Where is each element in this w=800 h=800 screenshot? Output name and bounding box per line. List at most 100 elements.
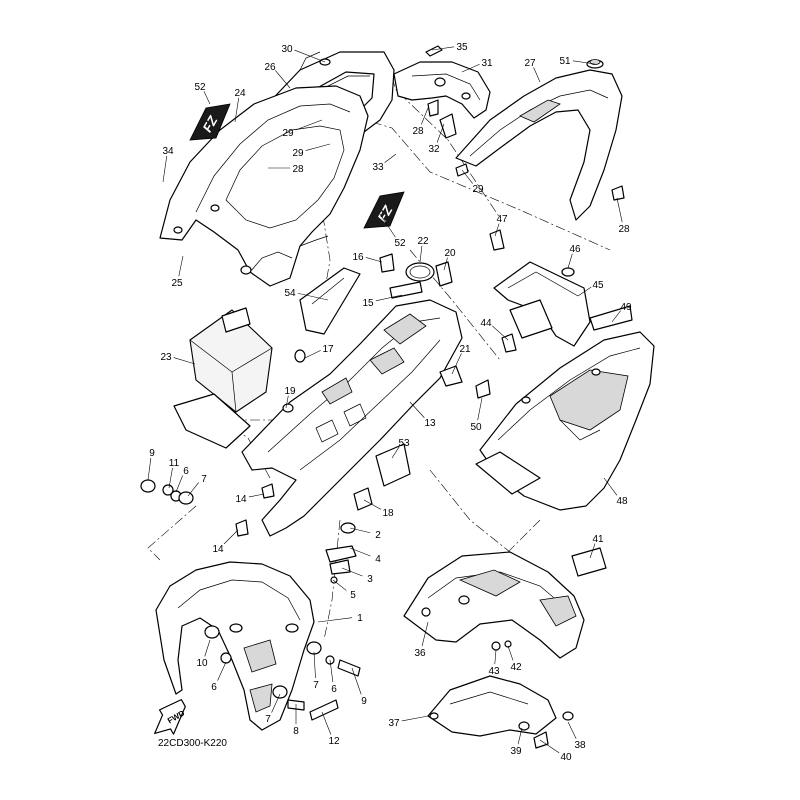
callout-52: 52 <box>379 213 406 249</box>
part-number-label: 28 <box>292 164 304 175</box>
callout-29: 29 <box>461 169 484 195</box>
leader-line <box>419 245 423 263</box>
part-number-label: 42 <box>510 662 522 673</box>
leader-line <box>295 119 323 131</box>
leader-line <box>517 727 523 745</box>
callout-6: 6 <box>175 466 189 493</box>
decal-fz-right: FZ <box>363 191 405 229</box>
part-number-label: 45 <box>592 280 604 291</box>
part-number-label: 20 <box>444 248 456 259</box>
leader-line <box>577 286 592 297</box>
part-number-label: 6 <box>211 682 217 693</box>
leader-line <box>375 294 403 302</box>
part-number-label: 50 <box>470 422 482 433</box>
part-number-label: 37 <box>388 718 400 729</box>
leader-line <box>589 543 596 559</box>
leader-line <box>187 482 199 497</box>
callout-48: 48 <box>603 477 628 507</box>
leader-line <box>147 457 152 481</box>
callout-28: 28 <box>412 107 429 137</box>
part-number-label: 43 <box>488 666 500 677</box>
part-number-label: 14 <box>212 544 224 555</box>
leader-line <box>217 661 227 681</box>
leader-line <box>203 91 211 105</box>
callout-18: 18 <box>363 499 394 519</box>
part-number-label: 21 <box>459 344 471 355</box>
leader-line <box>421 621 429 647</box>
callout-13: 13 <box>409 401 436 429</box>
part-number-label: 13 <box>424 418 436 429</box>
callout-30: 30 <box>281 44 326 63</box>
callout-20: 20 <box>443 248 456 271</box>
rear-bracket <box>393 45 491 139</box>
part-number-label: 36 <box>414 648 426 659</box>
part-number-label: 54 <box>284 288 296 299</box>
part-number-label: 7 <box>265 714 271 725</box>
callout-53: 53 <box>391 438 410 459</box>
leader-line <box>567 253 573 269</box>
leader-line <box>409 401 425 418</box>
part-number-label: 48 <box>616 496 628 507</box>
leader-line <box>285 395 289 409</box>
leader-line <box>451 353 462 375</box>
callout-5: 5 <box>332 579 356 601</box>
part-number-label: 7 <box>201 474 207 485</box>
callout-37: 37 <box>388 715 429 729</box>
part-number-label: 24 <box>234 88 246 99</box>
callout-4: 4 <box>349 547 381 565</box>
callout-28: 28 <box>268 164 304 175</box>
lower-mud-guard <box>427 675 574 749</box>
fender-hardware <box>140 479 361 721</box>
callout-50: 50 <box>470 397 483 433</box>
leader-line <box>611 310 621 323</box>
callout-10: 10 <box>196 639 211 669</box>
part-number-label: 4 <box>375 554 381 565</box>
leader-line <box>572 60 596 65</box>
rear-splash-guard <box>403 547 607 659</box>
leader-line <box>401 715 429 722</box>
part-number-label: 11 <box>169 458 180 469</box>
callout-38: 38 <box>567 721 586 751</box>
part-number-label: 32 <box>428 144 440 155</box>
callout-29: 29 <box>282 119 323 139</box>
leader-line <box>294 49 326 63</box>
license-bracket-hardware <box>325 522 357 584</box>
callout-12: 12 <box>321 711 340 747</box>
leader-line <box>297 292 329 301</box>
leader-line <box>223 529 239 545</box>
callout-51: 51 <box>559 56 596 67</box>
callout-14: 14 <box>212 529 239 555</box>
leader-line <box>168 467 173 489</box>
leader-line <box>461 169 473 184</box>
leader-line <box>431 46 455 51</box>
part-number-label: 10 <box>196 658 208 669</box>
leader-line <box>461 63 480 73</box>
leader-line <box>365 257 383 263</box>
leader-line <box>275 70 291 89</box>
leader-line <box>477 397 483 421</box>
callout-34: 34 <box>162 146 174 183</box>
leader-line <box>271 693 281 713</box>
part-number-label: 33 <box>372 162 384 173</box>
callout-23: 23 <box>160 352 196 365</box>
part-number-label: 1 <box>357 613 363 624</box>
leader-line <box>539 739 560 754</box>
leader-line <box>349 547 371 557</box>
part-number-label: 40 <box>560 752 572 763</box>
callout-52: 52 <box>194 82 211 105</box>
part-number-label: 9 <box>149 448 155 459</box>
part-number-label: 18 <box>382 508 394 519</box>
part-number-label: 51 <box>559 56 571 67</box>
callout-41: 41 <box>589 534 604 559</box>
part-number-label: 46 <box>569 244 581 255</box>
callout-24: 24 <box>234 88 246 123</box>
side-cowl-left: FZ <box>159 85 369 287</box>
callout-25: 25 <box>171 255 184 289</box>
part-number-label: 52 <box>194 82 206 93</box>
part-number-label: 38 <box>574 740 586 751</box>
leader-line <box>234 97 239 123</box>
part-number-label: 29 <box>472 184 484 195</box>
diagram-code: 22CD300-K220 <box>158 738 227 749</box>
